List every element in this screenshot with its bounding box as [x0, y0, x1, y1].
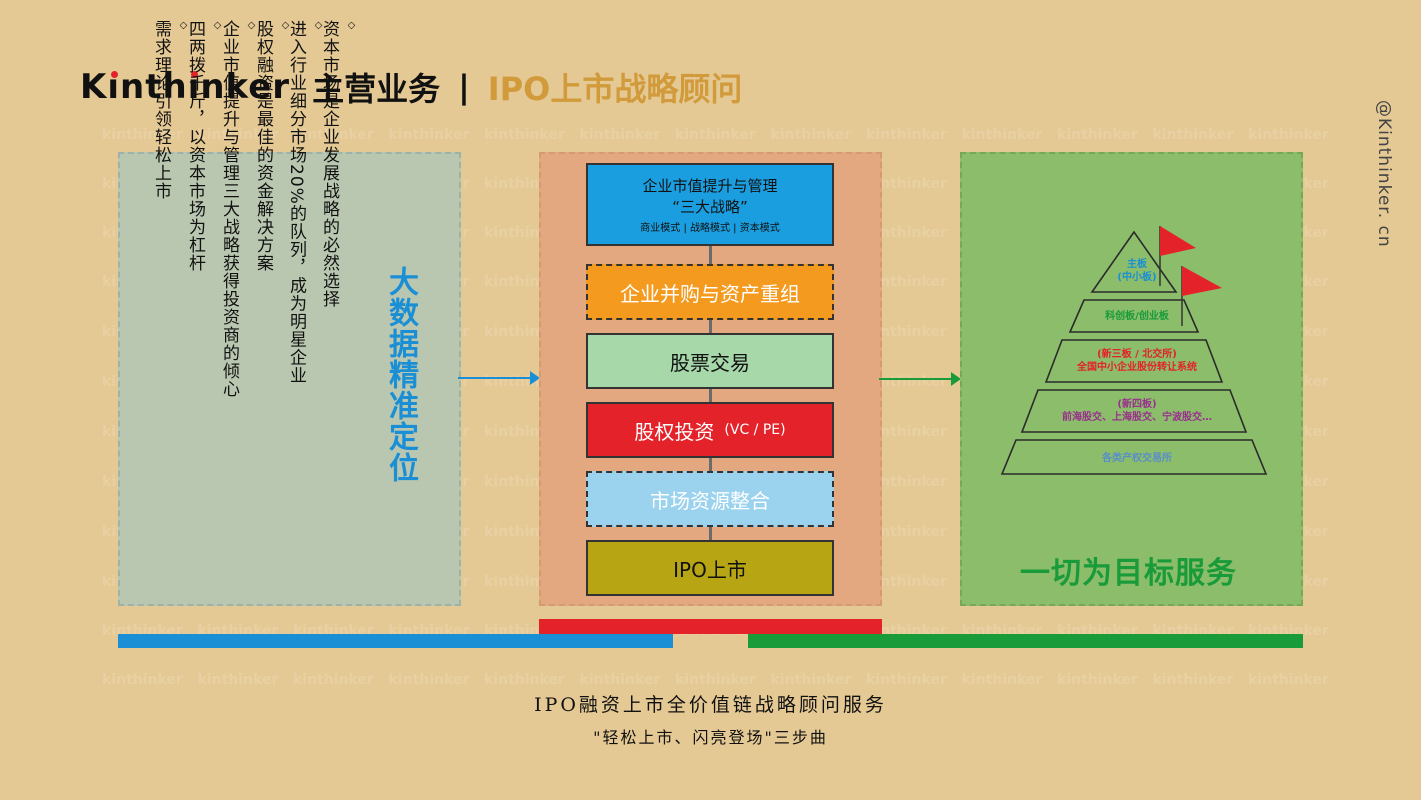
watermark-text: kinthinker: [1057, 672, 1138, 688]
flag-icon: [1182, 266, 1222, 296]
watermark-text: kinthinker: [102, 672, 183, 688]
title-main: 主营业务: [312, 70, 441, 108]
step-ipo: IPO上市: [586, 540, 834, 596]
watermark-text: kinthinker: [484, 127, 565, 143]
tier-new-fourth-board: (新四板)前海股交、上海股交、宁波股交…: [1062, 399, 1212, 423]
watermark-text: kinthinker: [1248, 672, 1329, 688]
left-panel: [118, 152, 461, 606]
point-6: ◇需求理论引领轻松上市: [151, 20, 189, 200]
step-stock-trading: 股票交易: [586, 333, 834, 389]
flag-icon: [1160, 226, 1196, 256]
social-handle: @Kinthinker. cn: [1374, 100, 1394, 248]
tier-main-board: 主板(中小板): [1117, 259, 1157, 283]
watermark-text: kinthinker: [1057, 127, 1138, 143]
watermark-text: kinthinker: [675, 672, 756, 688]
arrow-left-to-mid: [458, 371, 540, 385]
watermark-text: kinthinker: [1152, 672, 1234, 688]
title-sub: IPO上市战略顾问: [487, 70, 743, 108]
watermark-text: kinthinker: [484, 672, 565, 688]
right-panel: [960, 152, 1303, 606]
tier-star-board: 科创板/创业板: [1105, 311, 1169, 322]
watermark-text: kinthinker: [866, 127, 947, 143]
watermark-text: kinthinker: [388, 127, 470, 143]
tier-new-third-board: (新三板 / 北交所)全国中小企业股份转让系统: [1077, 349, 1197, 373]
brand-logo: Kınthınker: [80, 67, 291, 107]
point-3: ◇股权融资是最佳的资金解决方案: [253, 20, 291, 272]
title-separator: |: [458, 68, 470, 106]
bar-red: [539, 619, 882, 634]
watermark-text: kinthinker: [675, 127, 756, 143]
watermark-text: kinthinker: [1248, 127, 1329, 143]
watermark-text: kinthinker: [197, 672, 279, 688]
point-4: ◇企业市值提升与管理三大战略获得投资商的倾心: [219, 20, 257, 398]
watermark-text: kinthinker: [388, 672, 470, 688]
watermark-text: kinthinker: [1152, 127, 1234, 143]
step-resource-integration: 市场资源整合: [586, 471, 834, 527]
point-5: ◇四两拨千斤，以资本市场为杠杆: [185, 20, 223, 272]
watermark-text: kinthinker: [866, 672, 947, 688]
bar-blue: [118, 634, 673, 648]
goal-text: 一切为目标服务: [1020, 556, 1237, 591]
point-1: ◇资本市场是企业发展战略的必然选择: [319, 20, 357, 308]
title-row: Kınthınker 主营业务 | IPO上市战略顾问: [80, 64, 742, 110]
point-2: ◇进入行业细分市场20%的队列，成为明星企业: [286, 20, 324, 385]
footer-subtitle: "轻松上市、闪亮登场"三步曲: [593, 728, 828, 747]
watermark-text: kinthinker: [579, 127, 661, 143]
watermark-text: kinthinker: [579, 672, 661, 688]
tier-equity-exchange: 各类产权交易所: [1102, 453, 1172, 464]
step-mna: 企业并购与资产重组: [586, 264, 834, 320]
footer-title: IPO融资上市全价值链战略顾问服务: [534, 694, 887, 716]
step-equity-investment: 股权投资(VC / PE): [586, 402, 834, 458]
watermark-text: kinthinker: [770, 127, 852, 143]
chain-connector: [709, 246, 712, 542]
market-pyramid: [1000, 226, 1268, 475]
bar-green: [748, 634, 1303, 648]
watermark-text: kinthinker: [770, 672, 852, 688]
watermark-text: kinthinker: [293, 672, 374, 688]
watermark-text: kinthinker: [961, 127, 1043, 143]
step-market-value: 企业市值提升与管理 “三大战略” 商业模式 | 战略模式 | 资本模式: [586, 163, 834, 246]
watermark-text: kinthinker: [961, 672, 1043, 688]
big-data-label: 大数据精准定位: [383, 266, 418, 483]
arrow-mid-to-right: [879, 372, 961, 386]
